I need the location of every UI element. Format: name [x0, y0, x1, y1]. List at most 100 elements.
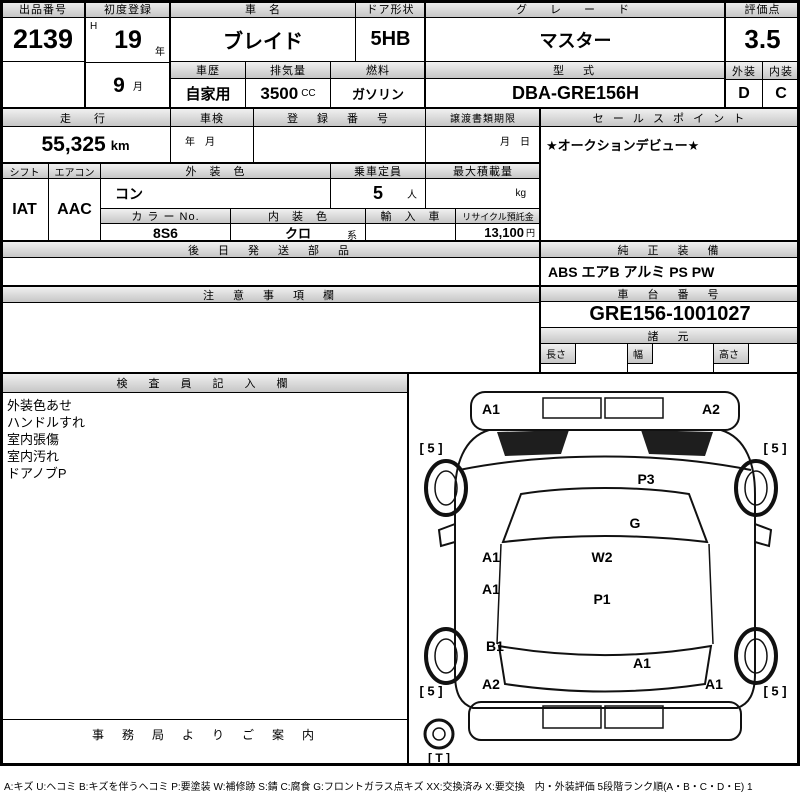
spare-tire-inner [432, 727, 446, 741]
inspector-notes-list: 外装色あせ ハンドルすれ 室内張傷 室内汚れ ドアノブP [0, 392, 409, 718]
exterior-grade-label: 外装 [725, 61, 763, 80]
spec-width-cell: 幅 [627, 343, 714, 374]
caution-notes-label: 注 意 事 項 欄 [0, 286, 541, 303]
interior-color-value: クロ [284, 226, 311, 241]
capacity-value: 5 [372, 183, 383, 203]
wheel-front-right-inner [744, 470, 768, 506]
wheel-rear-right [734, 627, 778, 685]
sales-point-value: ★オークションデビュー★ [540, 126, 800, 242]
first-registration-month-cell: 9 月 [85, 62, 171, 109]
spec-height-cell: 高さ [713, 343, 800, 374]
caution-notes-cell [0, 302, 541, 374]
door-shape-label: ドア形状 [355, 0, 426, 18]
tire-rank-rear-left: [ 5 ] [419, 683, 443, 699]
damage-marker-left-door: A1 [482, 581, 500, 597]
history-label: 車歴 [170, 61, 246, 79]
divider [0, 285, 800, 287]
divider [0, 162, 541, 164]
oem-equipment-value: ABS エアB アルミ PS PW [540, 257, 800, 287]
tire-rank-rear-right: [ 5 ] [763, 683, 787, 699]
registration-number-label: 登 録 番 号 [253, 108, 426, 127]
headlight-left [497, 430, 569, 456]
inspector-note: 外装色あせ [7, 398, 73, 413]
car-top-view [423, 391, 778, 750]
recycle-deposit-unit: 円 [525, 228, 535, 238]
mirror-right [754, 522, 773, 548]
divider [169, 0, 171, 109]
roof-lines [496, 543, 714, 645]
rear-bumper [468, 701, 742, 741]
history-value: 自家用 [170, 78, 246, 109]
score-value: 3.5 [725, 17, 800, 62]
grade-label: グ レ ー ド [425, 0, 726, 18]
max-load-cell: kg [425, 178, 541, 209]
year-unit: 年 [155, 47, 165, 58]
spec-length-cell: 長さ [540, 343, 628, 374]
exhibit-blank-cell [0, 61, 86, 109]
mileage-unit: km [110, 137, 130, 153]
interior-color-cell: クロ 系 [230, 223, 366, 242]
oem-equipment-label: 純 正 装 備 [540, 241, 800, 258]
divider [0, 107, 800, 109]
exterior-color-label: 外 装 色 [100, 163, 331, 179]
color-no-label: カ ラ ー No. [100, 208, 231, 224]
car-name-value: ブレイド [170, 17, 356, 62]
import-label: 輸 入 車 [365, 208, 456, 224]
era-mark: H [90, 21, 98, 32]
divider [539, 108, 541, 373]
office-info-label: 事 務 局 よ り ご 案 内 [0, 719, 409, 766]
headlight-right [641, 430, 713, 456]
sales-point-label: セ ー ル ス ポ イ ン ト [540, 108, 800, 127]
recycle-deposit-cell: 13,100 円 [455, 223, 541, 242]
mileage-cell: 55,325 km [0, 126, 171, 164]
chassis-no-label: 車 台 番 号 [540, 286, 800, 302]
damage-marker-left-fender: A1 [482, 549, 500, 565]
recycle-deposit-value: 13,100 [484, 225, 524, 240]
divider [424, 0, 426, 109]
wheel-rear-left-inner [434, 638, 458, 674]
divider [0, 240, 800, 242]
inspection-expiry-label: 車検 [170, 108, 254, 127]
car-damage-diagram: A1 A2 [ 5 ] [ 5 ] P3 G A1 W2 A1 P1 B1 A2… [408, 373, 800, 765]
registration-number-cell [253, 126, 426, 164]
aircon-label: エアコン [48, 163, 101, 179]
exterior-color-value: コン [100, 178, 331, 209]
divider [724, 0, 726, 109]
inspector-note: ハンドルすれ [7, 415, 86, 430]
rear-light [604, 705, 664, 729]
damage-marker-rear-gate: A1 [633, 655, 651, 671]
interior-grade-label: 内装 [762, 61, 800, 80]
divider [0, 372, 800, 374]
wheel-rear-left [424, 627, 468, 685]
windshield [501, 487, 709, 544]
wheel-rear-right-inner [744, 638, 768, 674]
inspector-note: ドアノブP [7, 466, 67, 481]
damage-marker-rear-right: A1 [705, 676, 723, 692]
hood-line [458, 455, 752, 471]
shift-value: IAT [0, 178, 49, 242]
transfer-docs-cell: 月 日 [425, 126, 541, 164]
damage-marker-cowl: W2 [591, 549, 613, 565]
interior-color-suffix: 系 [347, 231, 357, 242]
exhibit-no-value: 2139 [0, 17, 86, 62]
grade-value: マスター [425, 17, 726, 62]
model-code-value: DBA-GRE156H [425, 78, 726, 109]
legend-text: A:キズ U:ヘコミ B:キズを伴うヘコミ P:要塗装 W:補修跡 S:錆 C:… [4, 782, 753, 793]
damage-marker-roof: P1 [593, 591, 611, 607]
front-grille [604, 397, 664, 419]
inspector-notes-label: 検 査 員 記 入 欄 [0, 373, 409, 393]
chassis-no-value: GRE156-1001027 [540, 301, 800, 328]
inspector-note: 室内汚れ [7, 449, 60, 464]
spec-height-label: 高さ [714, 344, 749, 364]
transfer-docs-label: 譲渡書類期限 [425, 108, 541, 127]
spec-length-label: 長さ [541, 344, 576, 364]
spare-tire-mark: [ T ] [428, 751, 450, 765]
aircon-value: AAC [48, 178, 101, 242]
front-plate [542, 397, 602, 419]
later-shipped-parts-cell [0, 257, 541, 287]
wheel-front-left-inner [434, 470, 458, 506]
fuel-label: 燃料 [330, 61, 426, 79]
car-name-label: 車 名 [170, 0, 356, 18]
spec-label: 諸 元 [540, 327, 800, 344]
